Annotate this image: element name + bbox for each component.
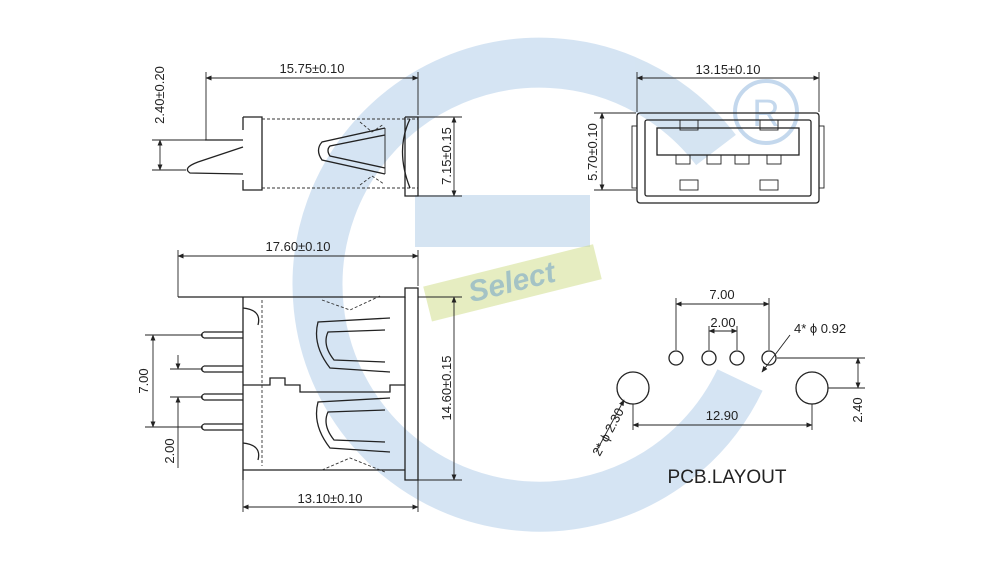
pcb-small-hole [668, 350, 684, 366]
dim-top-height: 7.15±0.15 [439, 127, 454, 185]
watermark: Select R [292, 37, 799, 532]
dim-top-length: 15.75±0.10 [280, 61, 345, 76]
pcb-dim-offset: 2.40 [850, 397, 865, 422]
top-view: 15.75±0.10 2.40±0.20 7.15±0.15 [152, 61, 462, 197]
registered-mark-icon [733, 79, 799, 145]
pcb-small-hole [729, 350, 745, 366]
pcb-small-hole-label: 4* ϕ 0.92 [794, 321, 846, 336]
pcb-dim-span: 12.90 [706, 408, 739, 423]
pcb-large-hole [795, 371, 829, 405]
watermark-bar [415, 195, 590, 247]
dim-side-pitch7: 7.00 [136, 368, 151, 393]
watermark-green-band [423, 244, 602, 322]
watermark-ring [292, 37, 763, 532]
dim-top-pin: 2.40±0.20 [152, 66, 167, 124]
dim-side-bottom: 13.10±0.10 [298, 491, 363, 506]
pcb-small-hole [761, 350, 777, 366]
side-view: 17.60±0.10 14.60±0.15 13.10±0.10 7.00 2.… [136, 239, 462, 512]
dim-side-pitch2: 2.00 [162, 438, 177, 463]
pcb-large-hole-label: 2* ϕ 2.30 [589, 405, 627, 458]
pcb-large-hole [616, 371, 650, 405]
registered-mark-letter: R [752, 93, 779, 135]
dim-side-height: 14.60±0.15 [439, 356, 454, 421]
pcb-layout-title: PCB.LAYOUT [668, 467, 787, 488]
dim-side-length: 17.60±0.10 [266, 239, 331, 254]
pcb-small-hole [701, 350, 717, 366]
front-view: 13.15±0.10 5.70±0.10 [585, 62, 825, 204]
pcb-dim-pitch2: 2.00 [710, 315, 735, 330]
dim-front-width: 13.15±0.10 [696, 62, 761, 77]
dim-front-height: 5.70±0.10 [585, 123, 600, 181]
pcb-dim-pitch7: 7.00 [709, 287, 734, 302]
side-pins [200, 331, 243, 431]
